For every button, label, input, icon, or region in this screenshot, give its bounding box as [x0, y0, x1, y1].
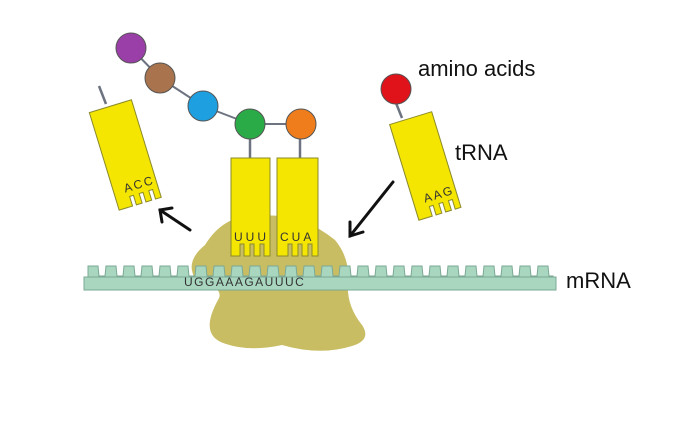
- anticodon-a-site: CUA: [280, 230, 314, 244]
- trna-incoming: AAG: [389, 111, 462, 221]
- arrow-enter: [348, 180, 395, 239]
- mrna-backbone: [83, 276, 557, 291]
- mrna-label: mRNA: [566, 268, 631, 293]
- amino-acid-5: [285, 108, 317, 140]
- trna-label: tRNA: [455, 140, 508, 165]
- mrna-teeth: [87, 265, 554, 279]
- trna-a-site: CUA: [276, 157, 319, 257]
- amino-acid-3: [187, 90, 219, 122]
- amino-acids-label: amino acids: [418, 56, 535, 81]
- trna-p-site: UUU: [230, 157, 271, 257]
- trna-exiting: ACC: [88, 99, 162, 211]
- amino-acid-2: [144, 62, 176, 94]
- mrna-sequence: UGGAAAGAUUUC: [184, 275, 305, 289]
- mrna-strand: [83, 265, 557, 291]
- amino-acid-4: [234, 108, 266, 140]
- trna-stems: [97, 85, 404, 158]
- amino-acid-6: [380, 73, 412, 105]
- amino-acid-1: [115, 32, 147, 64]
- anticodon-p-site: UUU: [234, 230, 269, 244]
- arrow-exit: [158, 206, 192, 232]
